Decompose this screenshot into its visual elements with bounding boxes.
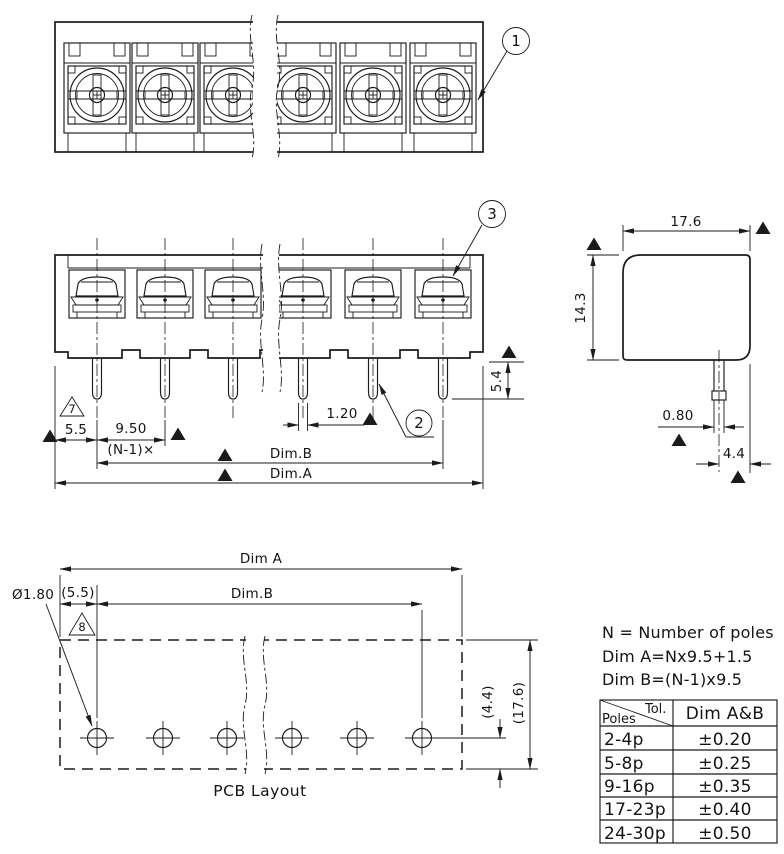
break-line <box>260 243 264 393</box>
pcb-hole <box>209 720 245 756</box>
dim-pitch-multiplier: (N-1)× <box>107 442 154 458</box>
note-n-definition: N = Number of poles <box>602 623 774 642</box>
note-dim-a-formula: Dim A=Nx9.5+1.5 <box>602 647 753 666</box>
break-line <box>242 635 248 775</box>
solder-mark <box>671 433 687 446</box>
table-cell-poles: 9-16p <box>604 777 655 797</box>
tolerance-table: Tol. Poles Dim A&B 2-4p ±0.20 5-8p ±0.25… <box>599 699 778 844</box>
dim-pin-offset: 4.4 <box>723 446 745 462</box>
table-row: 24-30p ±0.50 <box>604 824 752 844</box>
pcb-hole <box>339 720 375 756</box>
table-cell-tol: ±0.20 <box>698 730 752 750</box>
solder-mark <box>362 412 378 425</box>
callout-1-number: 1 <box>511 32 521 50</box>
front-view: 3 2 5.5 9.50 <box>42 200 524 489</box>
dim-b-label: Dim.B <box>270 446 312 462</box>
formula-notes: N = Number of poles Dim A=Nx9.5+1.5 Dim … <box>602 623 774 689</box>
table-cell-tol: ±0.25 <box>698 754 752 774</box>
break-line <box>278 243 282 393</box>
pcb-dim-b-label: Dim.B <box>231 586 273 602</box>
note-dim-b-formula: Dim B=(N-1)x9.5 <box>602 670 742 689</box>
pcb-dim-end-offset: (5.5) <box>61 585 95 601</box>
table-cell-poles: 17-23p <box>604 800 666 820</box>
table-cell-poles: 2-4p <box>604 730 644 750</box>
table-header-tol: Tol. <box>644 702 666 717</box>
front-view-dimensions: 5.5 9.50 (N-1)× 1.20 Dim.B Dim.A 5.4 7 <box>42 345 524 489</box>
terminal-cell-top <box>269 42 337 153</box>
solder-mark <box>217 468 233 481</box>
break-line <box>249 14 255 160</box>
flag-note-8: 8 <box>68 612 96 636</box>
dim-pin-thickness: 0.80 <box>662 408 693 424</box>
pcb-hole-diameter: Ø1.80 <box>12 587 54 603</box>
table-cell-tol: ±0.35 <box>698 777 752 797</box>
pcb-depth: (17.6) <box>511 682 527 724</box>
dim-pin-width: 1.20 <box>326 406 357 422</box>
pcb-layout: Dim A Dim.B (5.5) 8 Ø1.80 (4.4) (17.6) P… <box>12 551 538 800</box>
pcb-row-offset: (4.4) <box>480 685 496 719</box>
dim-end-offset: 5.5 <box>65 422 87 438</box>
callout-2-number: 2 <box>414 414 424 432</box>
solder-mark <box>501 345 517 358</box>
callout-3: 3 <box>452 200 506 277</box>
pcb-dim-a-label: Dim A <box>240 551 283 567</box>
solder-mark <box>170 427 186 440</box>
callout-3-number: 3 <box>487 205 497 223</box>
solder-mark <box>586 237 602 250</box>
pcb-hole <box>274 720 310 756</box>
dim-a-label: Dim.A <box>270 466 313 482</box>
table-cell-poles: 5-8p <box>604 754 644 774</box>
callout-1: 1 <box>477 27 530 101</box>
solder-mark <box>730 470 746 483</box>
dim-pitch: 9.50 <box>115 421 146 437</box>
pcb-hole <box>145 720 181 756</box>
solder-mark <box>217 448 233 461</box>
dim-body-height: 14.3 <box>573 292 589 323</box>
flag-note-7-number: 7 <box>68 402 75 416</box>
dim-body-width: 17.6 <box>670 214 701 230</box>
flag-note-8-number: 8 <box>78 620 85 634</box>
table-row: 9-16p ±0.35 <box>604 777 752 797</box>
table-cell-poles: 24-30p <box>604 824 666 844</box>
dim-pin-length: 5.4 <box>489 370 505 392</box>
pcb-hole <box>79 720 115 756</box>
break-line <box>262 635 268 775</box>
flag-note-7: 7 <box>59 396 85 417</box>
table-row: 2-4p ±0.20 <box>604 730 752 750</box>
table-header-dim-ab: Dim A&B <box>686 704 764 724</box>
callout-2: 2 <box>378 383 434 438</box>
table-header-poles: Poles <box>602 712 636 727</box>
terminal-cell-top <box>63 42 131 153</box>
table-row: 5-8p ±0.25 <box>604 754 752 774</box>
table-cell-tol: ±0.50 <box>698 824 752 844</box>
table-row: 17-23p ±0.40 <box>604 800 752 820</box>
terminal-cell-top <box>339 42 407 153</box>
terminal-cell-top <box>131 42 199 153</box>
solder-mark <box>755 221 771 234</box>
break-line <box>275 14 281 160</box>
top-view: 1 <box>54 14 530 160</box>
pcb-layout-caption: PCB Layout <box>213 782 306 800</box>
table-cell-tol: ±0.40 <box>698 800 752 820</box>
side-view-dimensions: 17.6 14.3 0.80 4.4 <box>573 214 771 483</box>
pcb-dimensions: Dim A Dim.B (5.5) 8 Ø1.80 (4.4) (17.6) <box>12 551 538 788</box>
side-view: 17.6 14.3 0.80 4.4 <box>573 214 771 483</box>
terminal-cell-top <box>409 42 477 153</box>
